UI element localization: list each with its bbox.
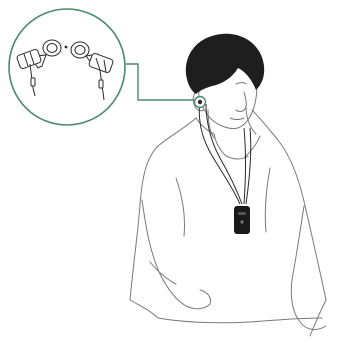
earbud-tip-dot (65, 46, 68, 49)
hair (186, 34, 264, 94)
worn-earbud-icon (195, 97, 206, 108)
callout-connector (126, 64, 194, 100)
shirt-outline (130, 110, 326, 336)
eye-outline (236, 83, 246, 85)
person-figure (130, 66, 326, 336)
pendant-device-icon (234, 206, 250, 234)
shirt-wrinkles (150, 134, 270, 284)
earphone-cord (199, 102, 250, 204)
nose-outline (236, 92, 246, 112)
zoom-callout (9, 9, 125, 125)
left-arm-outline (142, 200, 211, 309)
mouth-outline (230, 118, 244, 120)
